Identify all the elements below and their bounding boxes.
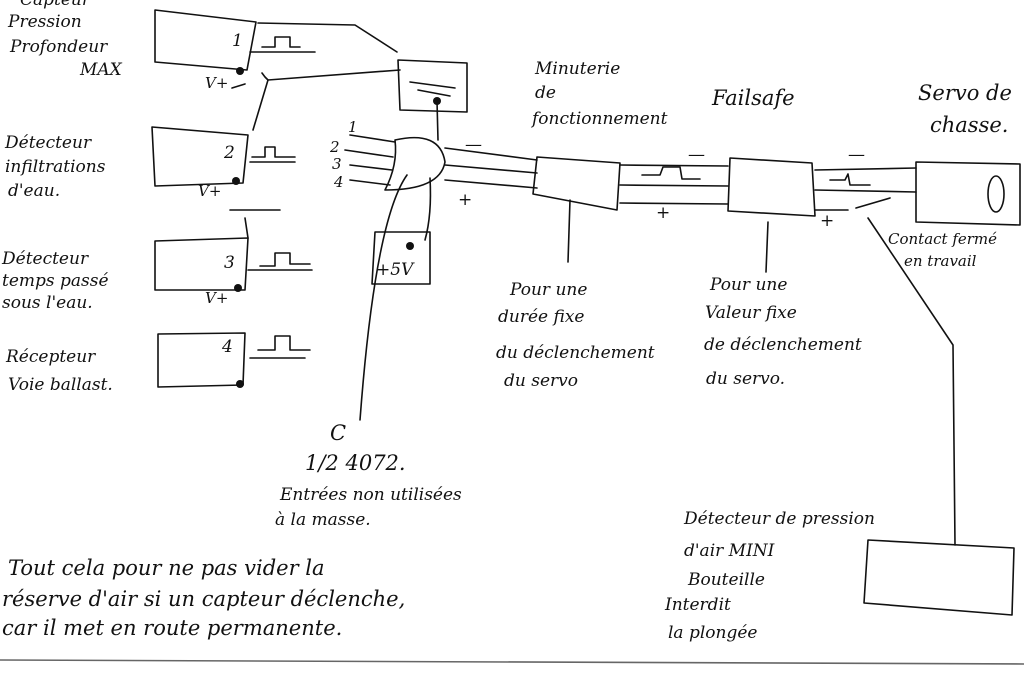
vplus-2: V+: [198, 182, 221, 200]
supply-label: +5V: [376, 260, 415, 280]
circuit-chain: [0, 59, 1024, 665]
sensor-boxes: [151, 9, 401, 388]
vplus-1: V+: [205, 74, 228, 92]
plus-mark-3: +: [820, 211, 834, 231]
sensor-1-number: 1: [232, 31, 243, 51]
minus-mark-1: —: [465, 135, 482, 155]
chip-label: 1/2 4072.: [305, 451, 406, 475]
plus-mark-1: +: [458, 190, 472, 210]
vplus-3: V+: [205, 289, 228, 307]
plus-mark-2: +: [656, 203, 670, 223]
minus-mark-3: —: [848, 145, 865, 165]
gate-ref: C: [330, 421, 346, 445]
sensor-4-number: 4: [221, 337, 233, 357]
terminal-dots: [232, 67, 441, 388]
sensor-3-number: 3: [224, 253, 235, 273]
minus-mark-2: —: [688, 145, 705, 165]
sensor-2-number: 2: [223, 143, 235, 163]
failsafe-label: Failsafe: [711, 86, 795, 110]
